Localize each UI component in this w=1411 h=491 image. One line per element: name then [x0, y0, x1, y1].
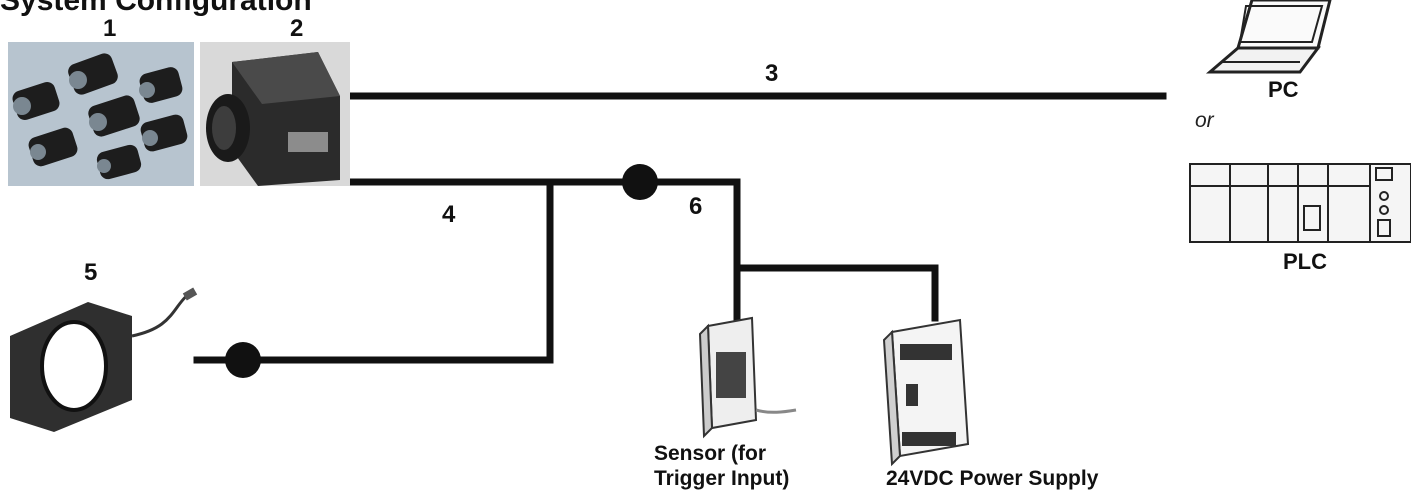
cable-connector-dot: [225, 342, 261, 378]
laptop-icon: [1205, 0, 1332, 74]
label-1: 1: [103, 15, 117, 42]
label-pc: PC: [1268, 77, 1299, 102]
cable-connector-dot: [622, 164, 658, 200]
label-3: 3: [765, 60, 779, 87]
label-5: 5: [84, 259, 98, 286]
cable-4-io: [348, 178, 939, 322]
label-2: 2: [290, 15, 304, 42]
lens-set-icon: [8, 42, 194, 186]
label-plc: PLC: [1283, 249, 1327, 274]
label-4: 4: [442, 201, 456, 228]
label-power-supply: 24VDC Power Supply: [886, 467, 1099, 490]
label-sensor-line1: Sensor (for: [654, 442, 767, 465]
photo-sensor-icon: [698, 316, 797, 439]
diagram-title: System Configuration: [0, 0, 312, 17]
power-supply-icon: [882, 318, 970, 467]
cable-5-light-link: [193, 178, 554, 364]
camera-icon: [200, 42, 350, 186]
cables: [193, 92, 1167, 364]
label-sensor-line2: Trigger Input): [654, 467, 790, 490]
ring-light-icon: [10, 287, 198, 432]
label-or: or: [1195, 109, 1214, 132]
label-6: 6: [689, 193, 703, 220]
plc-icon: [1189, 163, 1411, 243]
